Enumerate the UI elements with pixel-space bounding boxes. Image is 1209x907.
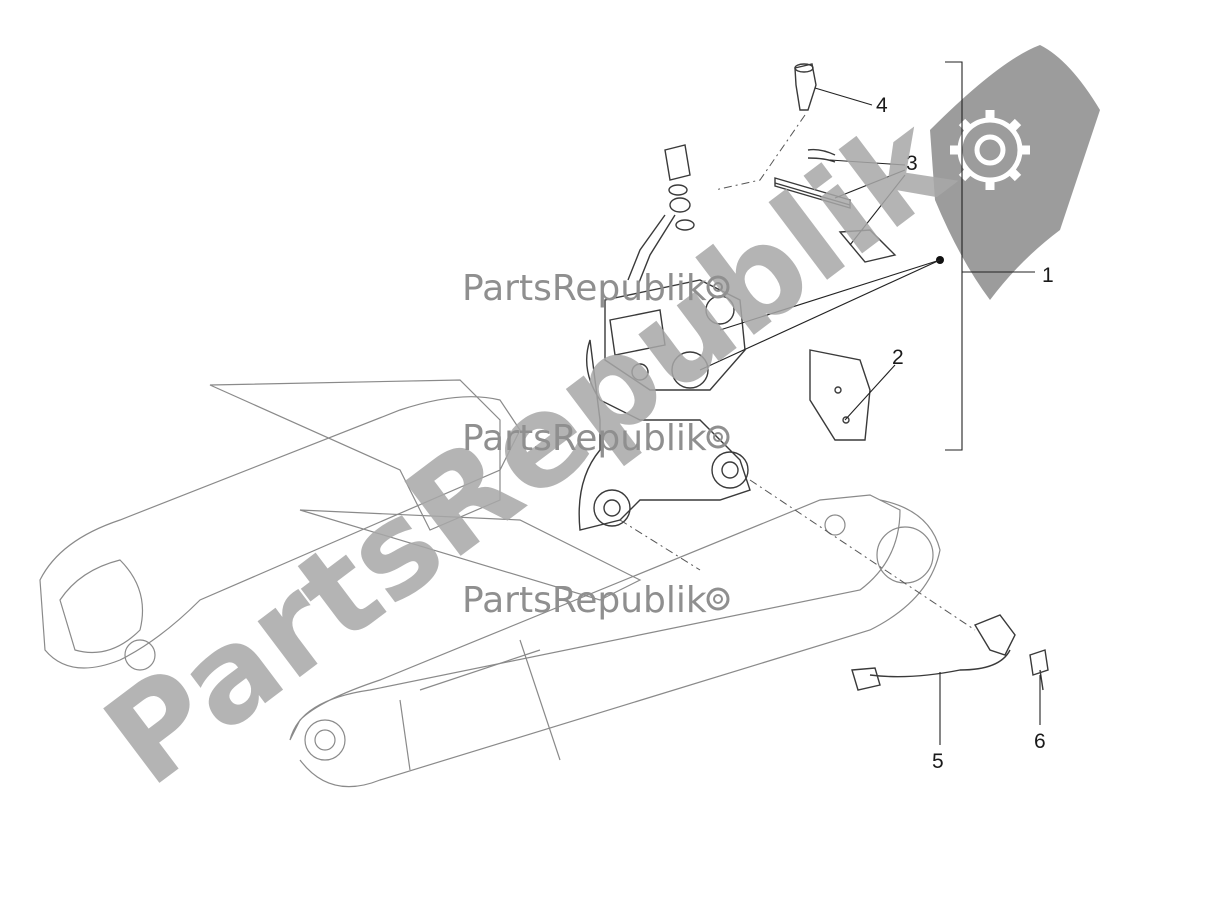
bleeder-valve [794, 63, 817, 111]
callout-3: 3 [906, 152, 918, 175]
brake-hose-fitting [627, 144, 695, 286]
watermark-small-2: PartsRepublik [462, 418, 730, 459]
pin-kit [774, 148, 897, 263]
callout-1: 1 [1042, 264, 1054, 287]
gear-icon [706, 587, 730, 611]
kit-bracket [699, 61, 1035, 451]
gear-icon [950, 110, 1030, 190]
callout-6: 6 [1034, 730, 1046, 753]
watermark-small-text-2: PartsRepublik [462, 418, 707, 459]
brake-pad [809, 349, 871, 441]
watermark-small-text-1: PartsRepublik [462, 268, 707, 309]
callout-4: 4 [876, 94, 888, 117]
gear-icon [706, 425, 730, 449]
mounting-screw [1029, 649, 1049, 691]
caliper-bracket [578, 339, 751, 531]
brake-caliper [604, 279, 746, 391]
swingarm [39, 379, 941, 788]
watermark-small-3: PartsRepublik [462, 580, 730, 621]
callout-2: 2 [892, 346, 904, 369]
gear-icon [706, 275, 730, 299]
abs-sensor [851, 614, 1016, 691]
watermark-logo [930, 45, 1100, 300]
watermark-small-text-3: PartsRepublik [462, 580, 707, 621]
callout-5: 5 [932, 750, 944, 773]
watermark-small-1: PartsRepublik [462, 268, 730, 309]
